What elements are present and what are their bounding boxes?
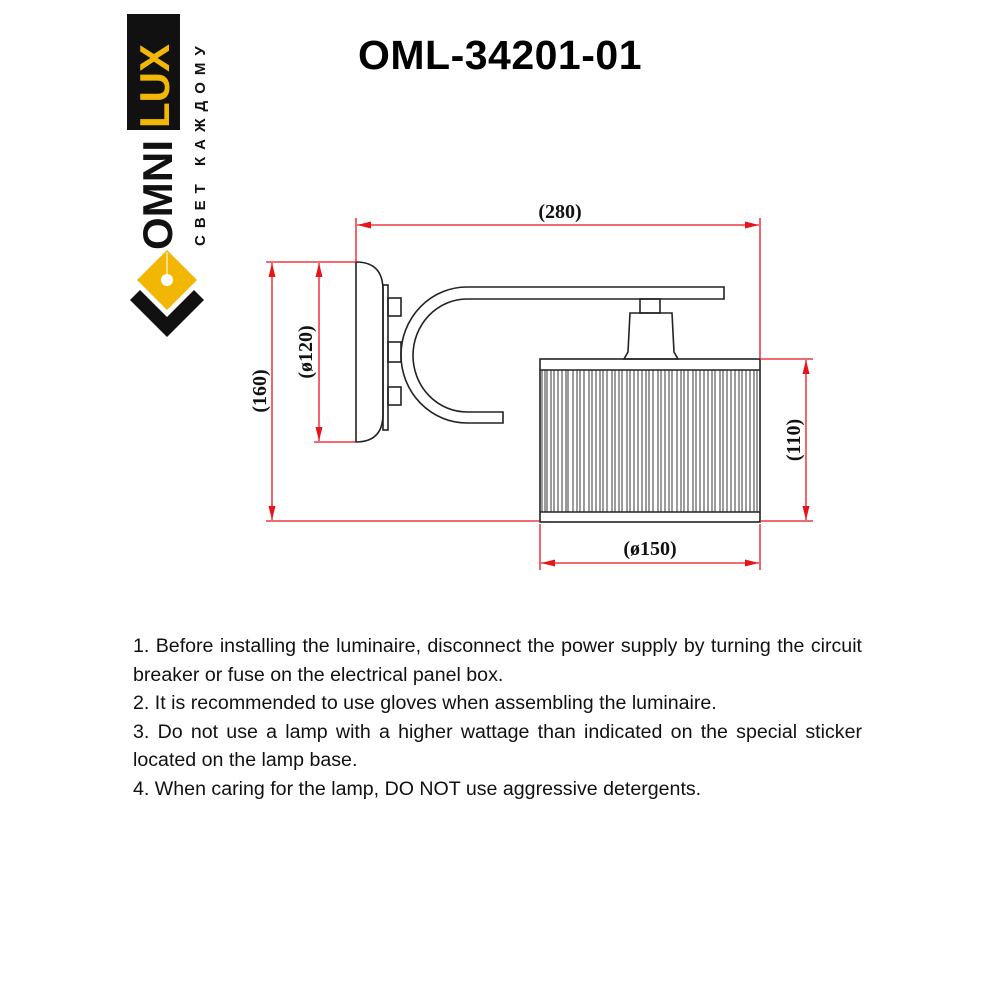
lamp-arm — [400, 286, 725, 424]
note-item: 4. When caring for the lamp, DO NOT use … — [133, 777, 702, 800]
stem — [639, 298, 661, 314]
backplate — [355, 261, 384, 443]
logo-chevron-icon — [130, 290, 204, 337]
note-item: 3. Do not use a lamp with a higher watta… — [133, 720, 862, 772]
omnilux-logo: LUX OMNI СВЕТ КАЖДОМУ — [127, 14, 209, 337]
dim-label-shade-height: (110) — [783, 419, 805, 461]
dimension-lines — [266, 218, 813, 570]
note-item: 2. It is recommended to use gloves when … — [133, 692, 717, 715]
socket — [622, 312, 680, 360]
dim-label-shade-diameter: (ø150) — [623, 538, 676, 560]
lamp-outline — [355, 261, 761, 523]
logo-lux-text: LUX — [131, 44, 178, 128]
logo-tagline: СВЕТ КАЖДОМУ — [192, 39, 209, 246]
screw-top — [387, 297, 402, 317]
shade — [539, 358, 761, 523]
dim-label-backplate: (ø120) — [295, 325, 317, 378]
logo-lux-box — [127, 14, 180, 130]
shade-ribs — [541, 370, 758, 512]
logo-omni-text: OMNI — [134, 140, 181, 250]
screw-bottom — [387, 386, 402, 406]
installation-notes: 1. Before installing the luminaire, disc… — [133, 632, 862, 804]
product-model-title: OML-34201-01 — [357, 32, 642, 78]
dim-label-width: (280) — [538, 201, 581, 223]
dim-label-height: (160) — [249, 369, 271, 412]
note-item: 1. Before installing the luminaire, disc… — [133, 635, 862, 686]
logo-light-icon — [161, 274, 173, 286]
arm-connector — [387, 341, 402, 363]
